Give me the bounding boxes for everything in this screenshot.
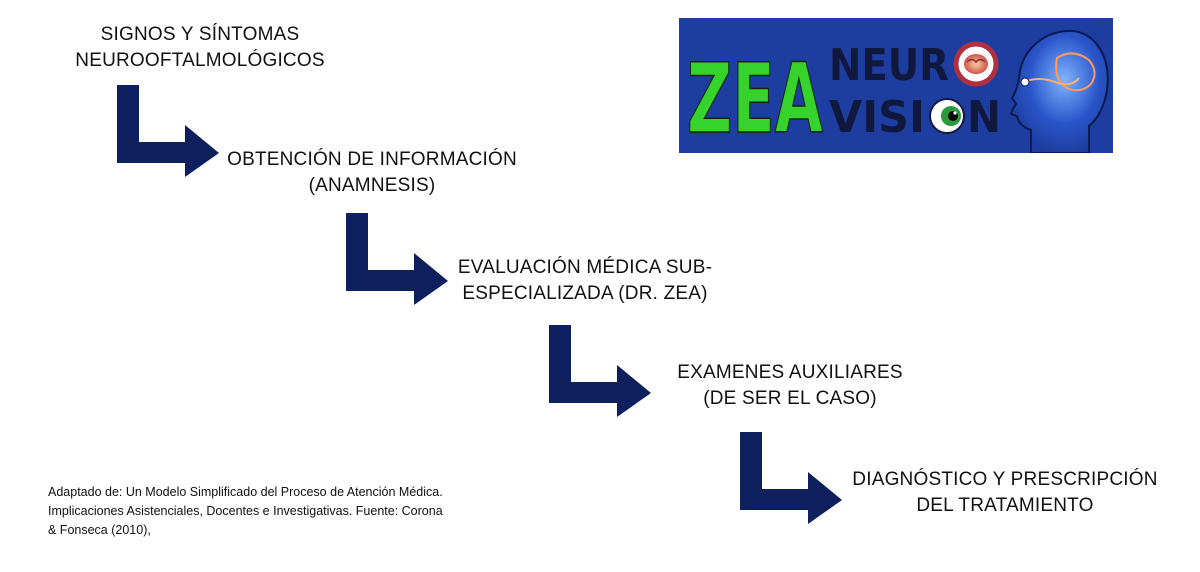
zea-neuro-vision-logo: ZEA NEUR VISI N (679, 18, 1113, 153)
step-line: ESPECIALIZADA (DR. ZEA) (462, 283, 708, 304)
step-information-gathering: OBTENCIÓN DE INFORMACIÓN (ANAMNESIS) (222, 147, 522, 199)
bent-arrow-icon (549, 325, 651, 417)
bent-arrow-icon (740, 432, 842, 524)
step-line: EVALUACIÓN MÉDICA SUB- (457, 257, 713, 278)
step-line: OBTENCIÓN DE INFORMACIÓN (227, 149, 517, 170)
step-line: EXAMENES AUXILIARES (677, 362, 903, 383)
bent-arrow-icon (346, 213, 448, 305)
step-line: DIAGNÓSTICO Y PRESCRIPCIÓN (852, 469, 1158, 490)
source-line: Adaptado de: Un Modelo Simplificado del … (48, 485, 443, 499)
logo-vision-end-text: N (967, 92, 1001, 143)
step-line: (ANAMNESIS) (308, 175, 436, 196)
step-line: SIGNOS Y SÍNTOMAS (100, 24, 300, 45)
eye-icon (929, 98, 965, 134)
step-auxiliary-exams: EXAMENES AUXILIARES (DE SER EL CASO) (660, 360, 920, 412)
step-line: NEUROOFTALMOLÓGICOS (75, 50, 325, 71)
bent-arrow-icon (117, 85, 219, 177)
source-line: & Fonseca (2010), (48, 523, 151, 537)
head-profile-icon (1009, 29, 1109, 153)
logo-zea-text: ZEA (687, 43, 823, 153)
brain-icon (953, 41, 999, 87)
step-medical-evaluation: EVALUACIÓN MÉDICA SUB- ESPECIALIZADA (DR… (440, 255, 730, 307)
source-line: Implicaciones Asistenciales, Docentes e … (48, 504, 443, 518)
logo-vision-text: VISI (829, 92, 925, 143)
source-note: Adaptado de: Un Modelo Simplificado del … (48, 483, 498, 540)
step-line: (DE SER EL CASO) (703, 388, 877, 409)
logo-neuro-text: NEUR (829, 40, 949, 91)
step-diagnosis-treatment: DIAGNÓSTICO Y PRESCRIPCIÓN DEL TRATAMIEN… (845, 467, 1165, 519)
step-signs-symptoms: SIGNOS Y SÍNTOMAS NEUROOFTALMOLÓGICOS (60, 22, 340, 74)
step-line: DEL TRATAMIENTO (916, 495, 1094, 516)
